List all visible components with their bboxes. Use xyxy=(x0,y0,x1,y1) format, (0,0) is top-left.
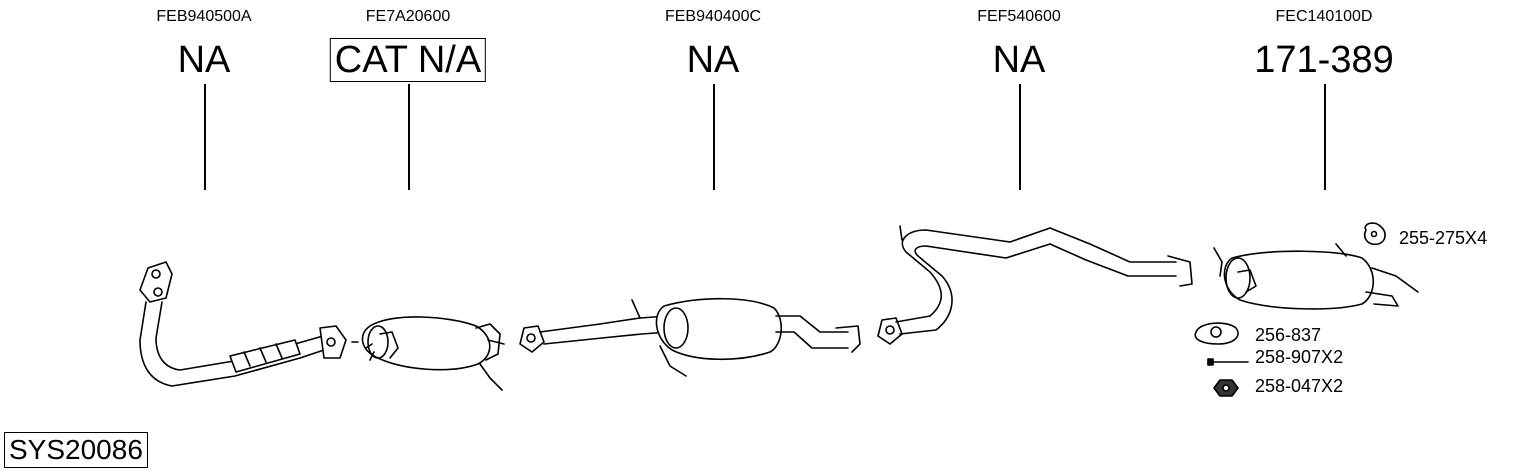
part-ref-rear-silencer: 171-389 xyxy=(1254,39,1394,81)
bolt-icon xyxy=(1207,358,1249,366)
part-ref-front-pipe: NA xyxy=(177,39,231,81)
leader-line-rear-silencer xyxy=(1324,84,1326,190)
leader-line-center-silencer xyxy=(713,84,715,190)
part-ref-center-silencer: NA xyxy=(686,39,740,81)
leader-line-front-pipe xyxy=(204,84,206,190)
leader-line-intermediate-pipe xyxy=(1019,84,1021,190)
part-code-center-silencer: FEB940400C xyxy=(664,8,762,25)
part-code-catalyst: FE7A20600 xyxy=(365,8,451,25)
part-code-rear-silencer: FEC140100D xyxy=(1275,8,1373,25)
accessory-label-nut: 258-047X2 xyxy=(1255,376,1344,396)
part-code-intermediate-pipe: FEF540600 xyxy=(977,8,1061,25)
rear-silencer-drawing xyxy=(1213,243,1419,310)
accessory-label-hanger: 255-275X4 xyxy=(1399,228,1488,248)
catalyst-drawing xyxy=(361,316,505,391)
part-ref-catalyst: CAT N/A xyxy=(329,38,487,82)
part-ref-intermediate-pipe: NA xyxy=(992,39,1046,81)
system-code: SYS20086 xyxy=(4,432,148,468)
rubber-hanger-icon xyxy=(1363,222,1386,246)
front-pipe-drawing xyxy=(139,261,359,387)
nut-icon xyxy=(1213,379,1239,397)
center-silencer-drawing xyxy=(519,297,861,377)
gasket-icon xyxy=(1194,322,1239,345)
accessory-label-bolt: 258-907X2 xyxy=(1255,347,1344,367)
intermediate-pipe-drawing xyxy=(877,225,1193,345)
accessory-label-gasket: 256-837 xyxy=(1255,325,1322,345)
leader-line-catalyst xyxy=(408,84,410,190)
part-code-front-pipe: FEB940500A xyxy=(156,8,252,25)
